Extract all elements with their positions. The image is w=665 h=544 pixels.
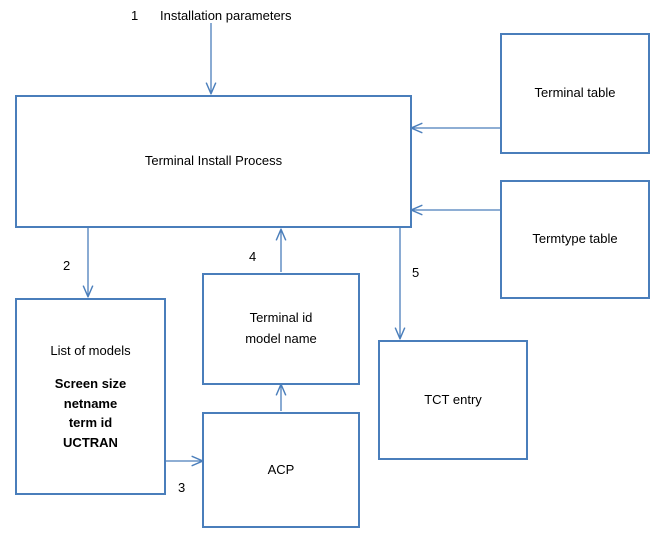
edge-number-1: 1 bbox=[131, 8, 139, 23]
node-list-of-models-uctran: UCTRAN bbox=[63, 434, 118, 450]
node-termtype-table[interactable]: Termtype table bbox=[500, 180, 650, 299]
node-list-of-models-netname: netname bbox=[63, 395, 118, 411]
node-acp-label: ACP bbox=[267, 461, 295, 477]
node-terminal-install-process[interactable]: Terminal Install Process bbox=[15, 95, 412, 228]
node-list-of-models-term-id: term id bbox=[68, 415, 113, 431]
node-acp[interactable]: ACP bbox=[202, 412, 360, 528]
node-model-name-label: model name bbox=[245, 331, 317, 346]
node-termtype-table-label: Termtype table bbox=[532, 231, 618, 247]
installation-parameters-label: Installation parameters bbox=[160, 8, 292, 23]
node-list-of-models[interactable]: List of models Screen size netname term … bbox=[15, 298, 166, 495]
node-terminal-table-label: Terminal table bbox=[534, 85, 616, 101]
node-tct-entry-label: TCT entry bbox=[424, 391, 482, 407]
edge-number-4: 4 bbox=[249, 249, 257, 264]
node-terminal-id-label: Terminal id bbox=[249, 310, 313, 326]
node-list-of-models-label: List of models bbox=[50, 342, 131, 358]
node-terminal-id-model-name[interactable]: Terminal id model name bbox=[202, 273, 360, 385]
edge-number-2: 2 bbox=[63, 258, 71, 273]
node-terminal-install-process-label: Terminal Install Process bbox=[144, 153, 283, 169]
node-list-of-models-screen-size: Screen size bbox=[54, 376, 127, 392]
edge-number-3: 3 bbox=[178, 480, 186, 495]
edge-number-5: 5 bbox=[412, 265, 420, 280]
node-tct-entry[interactable]: TCT entry bbox=[378, 340, 528, 460]
node-terminal-table[interactable]: Terminal table bbox=[500, 33, 650, 154]
